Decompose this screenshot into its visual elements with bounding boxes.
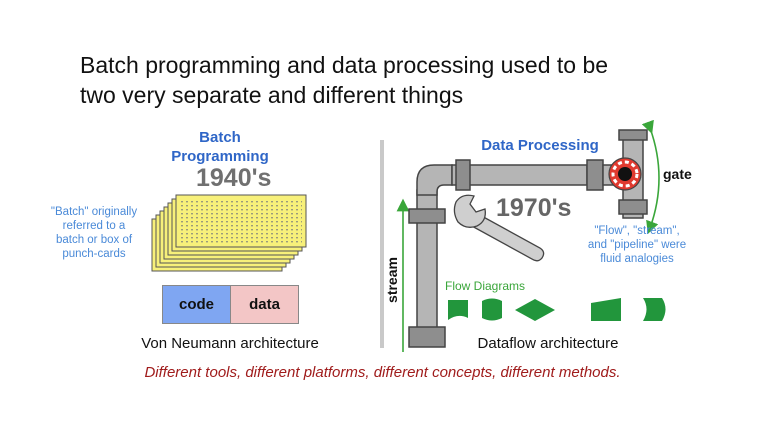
von-neumann-caption: Von Neumann architecture <box>141 335 319 352</box>
dataflow-year: 1970's <box>496 194 572 222</box>
flow-shape-document <box>448 300 468 320</box>
flow-shape-diamond <box>515 299 555 321</box>
gate-label: gate <box>663 166 692 182</box>
dataflow-caption: Dataflow architecture <box>477 335 619 352</box>
batch-note: "Batch" originally referred to a batch o… <box>30 205 158 261</box>
batch-note-line-2: referred to a <box>62 220 126 232</box>
batch-note-line-1: "Batch" originally <box>50 206 138 218</box>
title-line-1: Batch programming and data processing us… <box>80 52 609 78</box>
wrench-icon <box>453 194 545 262</box>
title-line-2: two very separate and different things <box>80 82 464 108</box>
flow-shape-manual-input <box>591 298 621 321</box>
gate-arrow <box>641 119 660 235</box>
batch-heading-line-1: Batch <box>199 129 241 146</box>
flow-shape-wave <box>482 298 502 321</box>
stream-label: stream <box>384 257 400 303</box>
valve-icon <box>608 157 642 191</box>
fluid-note-line-2: and "pipeline" were <box>587 239 687 251</box>
fluid-note-line-1: "Flow", "stream", <box>594 225 680 237</box>
data-processing-heading: Data Processing <box>481 137 599 154</box>
flow-diagrams-label: Flow Diagrams <box>445 279 526 293</box>
batch-note-line-4: punch-cards <box>62 248 126 260</box>
code-box: code <box>162 285 231 324</box>
data-box: data <box>230 285 299 324</box>
batch-note-line-3: batch or box of <box>55 234 133 246</box>
pipe-icon <box>408 129 648 348</box>
batch-heading-line-2: Programming <box>171 148 269 165</box>
flow-shape-storage <box>643 298 666 321</box>
batch-heading: Batch Programming <box>150 128 290 166</box>
fluid-analogy-note: "Flow", "stream", and "pipeline" were fl… <box>572 224 702 266</box>
slide-title: Batch programming and data processing us… <box>80 50 740 110</box>
batch-year: 1940's <box>196 164 272 192</box>
footer-statement: Different tools, different platforms, di… <box>144 364 621 381</box>
flow-diagram-shapes <box>448 298 666 321</box>
punch-card-stack <box>151 194 307 272</box>
stream-label-wrap: stream <box>380 250 410 310</box>
fluid-note-line-3: fluid analogies <box>600 253 674 265</box>
